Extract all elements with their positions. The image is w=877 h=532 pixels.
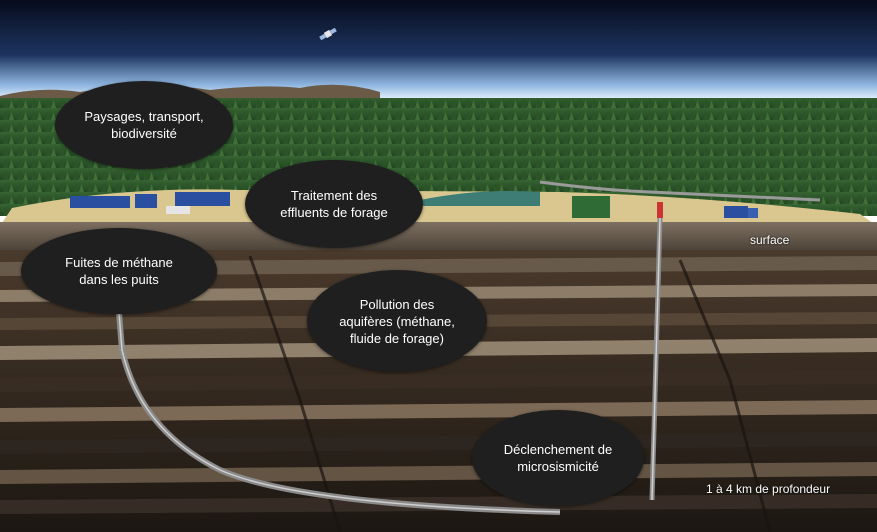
bubble-line: biodiversité — [111, 126, 177, 141]
truck-icon — [70, 192, 230, 214]
bubble-line: Fuites de méthane — [65, 255, 173, 270]
bubble-line: effluents de forage — [280, 205, 388, 220]
satellite-icon — [319, 27, 337, 41]
methane-leaks-bubble: Fuites de méthane dans les puits — [21, 228, 217, 314]
surface-label: surface — [750, 233, 790, 247]
drilling-site-icon — [657, 202, 663, 218]
landscape-transport-biodiversity-bubble: Paysages, transport, biodiversité — [55, 81, 233, 169]
bubble-line: dans les puits — [79, 272, 159, 287]
bubble-line: Pollution des — [359, 296, 435, 312]
aquifer-pollution-bubble: Pollution des aquifères (méthane, fluide… — [307, 270, 487, 372]
truck-icon — [724, 206, 758, 218]
bubble-line: Déclenchement de — [503, 442, 613, 457]
microseismicity-bubble: Déclenchement de microsismicité — [472, 410, 644, 506]
bubble-line: microsismicité — [517, 459, 599, 474]
bubble-line: aquifères (méthane, — [339, 313, 455, 329]
bubble-line: fluide de forage) — [350, 330, 444, 346]
depth-label: 1 à 4 km de profondeur — [706, 482, 831, 496]
effluent-treatment-bubble: Traitement des effluents de forage — [245, 160, 423, 248]
bubble-line: Paysages, transport, — [84, 109, 204, 124]
bubble-line: Traitement des — [290, 188, 378, 203]
